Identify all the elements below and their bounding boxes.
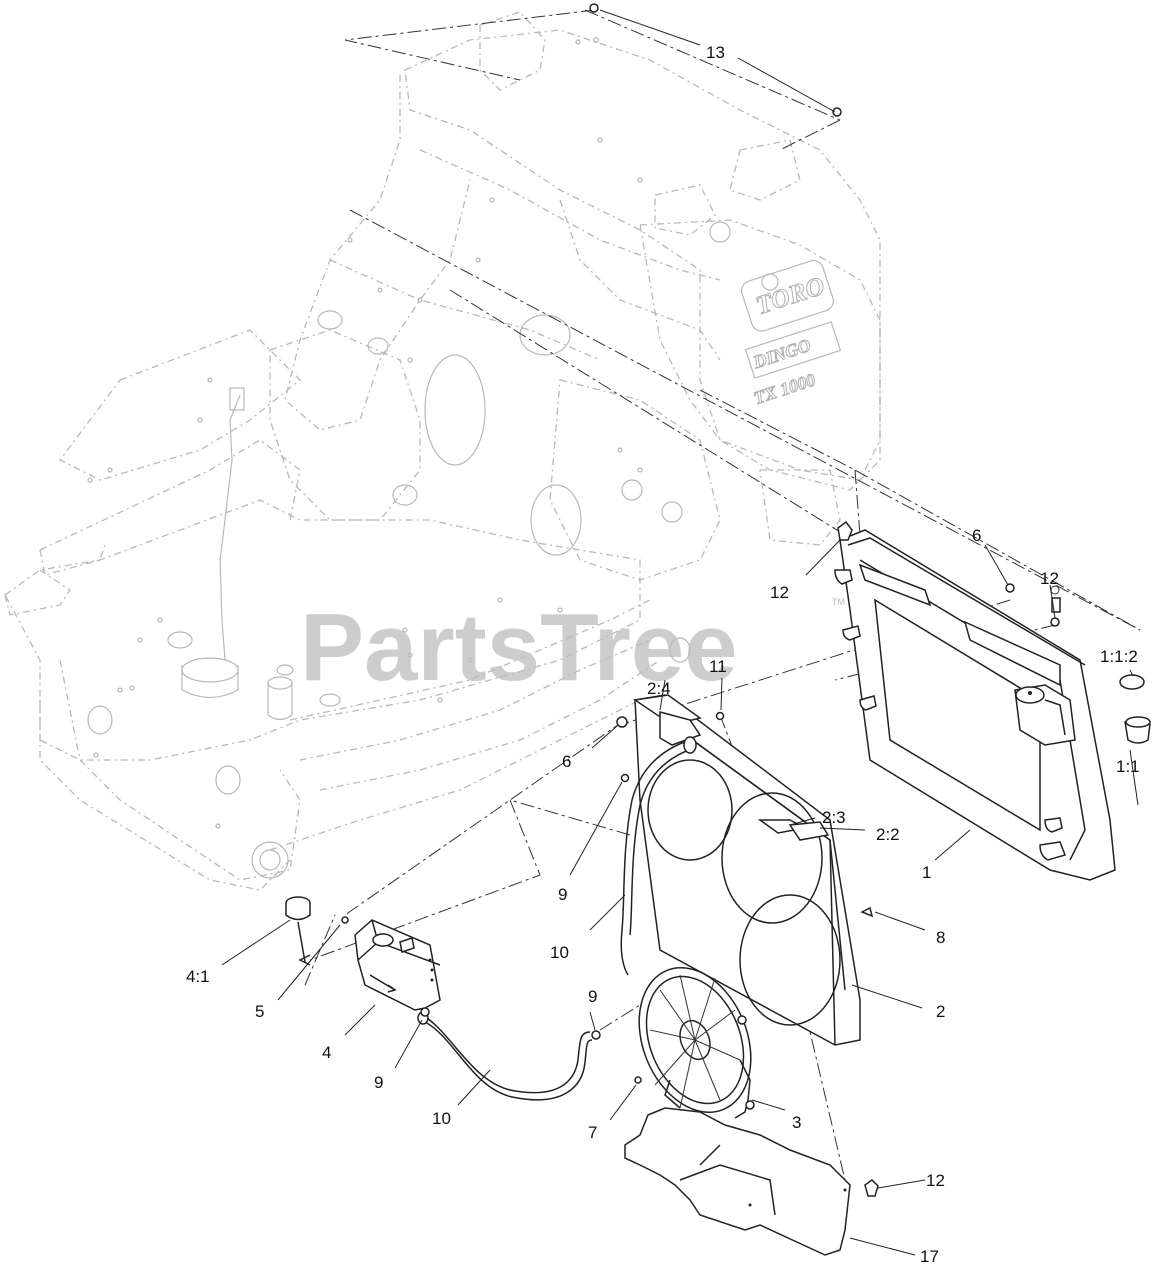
hardware [341, 3, 1060, 1197]
decal-model: DINGO [750, 335, 813, 373]
callout-4-1: 4:1 [186, 967, 210, 986]
callout-6-shroud: 6 [562, 752, 571, 771]
callout-2: 2 [936, 1002, 945, 1021]
callout-4: 4 [322, 1043, 331, 1062]
watermark: PartsTree TM [300, 594, 845, 701]
leader-lines [221, 9, 1139, 1256]
callout-12-guard: 12 [926, 1171, 945, 1190]
watermark-text: PartsTree [300, 594, 738, 701]
callout-7: 7 [588, 1123, 597, 1142]
decal-model-number: TX 1000 [751, 369, 818, 408]
callout-9-tank: 9 [374, 1073, 383, 1092]
callout-13: 13 [706, 43, 725, 62]
callout-10-lower-hose: 10 [432, 1109, 451, 1128]
callout-6-radiator: 6 [972, 526, 981, 545]
callout-9-fan: 9 [588, 987, 597, 1006]
callout-2-3: 2:3 [822, 808, 846, 827]
callout-5: 5 [255, 1002, 264, 1021]
callout-8: 8 [936, 928, 945, 947]
alignment-lines [304, 9, 1141, 1181]
machine-decal: TORO DINGO TX 1000 [741, 259, 842, 409]
callout-11: 11 [709, 657, 727, 676]
guard-plate [624, 1107, 851, 1256]
hoses [417, 736, 697, 1101]
fan-shroud [632, 694, 861, 1046]
cooling-fan [638, 967, 755, 1119]
callout-10-upper-hose: 10 [550, 943, 569, 962]
overflow-tank [285, 896, 441, 1011]
callout-17: 17 [920, 1247, 939, 1266]
callout-2-2: 2:2 [876, 825, 900, 844]
callout-1-1: 1:1 [1116, 757, 1140, 776]
callout-12-radiator-right: 12 [1040, 569, 1059, 588]
watermark-trademark: TM [832, 597, 845, 607]
callout-1: 1 [922, 863, 931, 882]
callout-1-1-2: 1:1:2 [1100, 647, 1138, 666]
radiator-cap [1119, 674, 1151, 744]
callout-9-shroud: 9 [558, 885, 567, 904]
callout-2-4: 2:4 [647, 679, 671, 698]
callout-labels: 13 12 6 12 1:1:2 11 2:4 6 1:1 2:3 2:2 1 … [186, 43, 1140, 1266]
callout-3: 3 [792, 1113, 801, 1132]
callout-12-radiator-left: 12 [770, 583, 789, 602]
